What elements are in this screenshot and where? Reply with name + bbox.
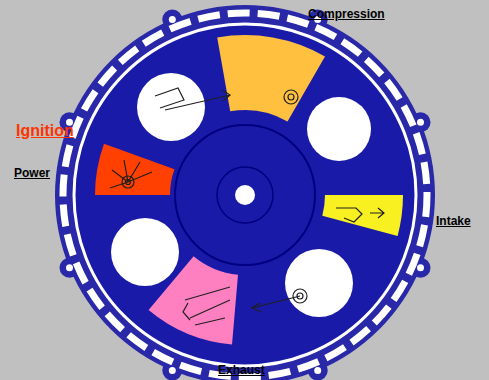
bolt-holes [66, 16, 424, 374]
stage-label: Ignition [16, 122, 74, 140]
shaft [235, 185, 255, 205]
rotor [74, 24, 416, 366]
shaft-ring [217, 167, 273, 223]
intake-chamber [322, 195, 403, 236]
shaft-hub [175, 125, 315, 265]
stage-label: Intake [436, 215, 471, 228]
stage-label: Power [14, 167, 50, 180]
cooling-slots [63, 13, 427, 377]
compression-chamber [217, 35, 325, 121]
stage-label: Compression [308, 8, 385, 21]
power-chamber [95, 144, 175, 195]
flow-arrows [110, 88, 384, 325]
cylinders [111, 73, 371, 317]
stage-label: Exhaust [218, 364, 265, 377]
housing [55, 5, 435, 380]
